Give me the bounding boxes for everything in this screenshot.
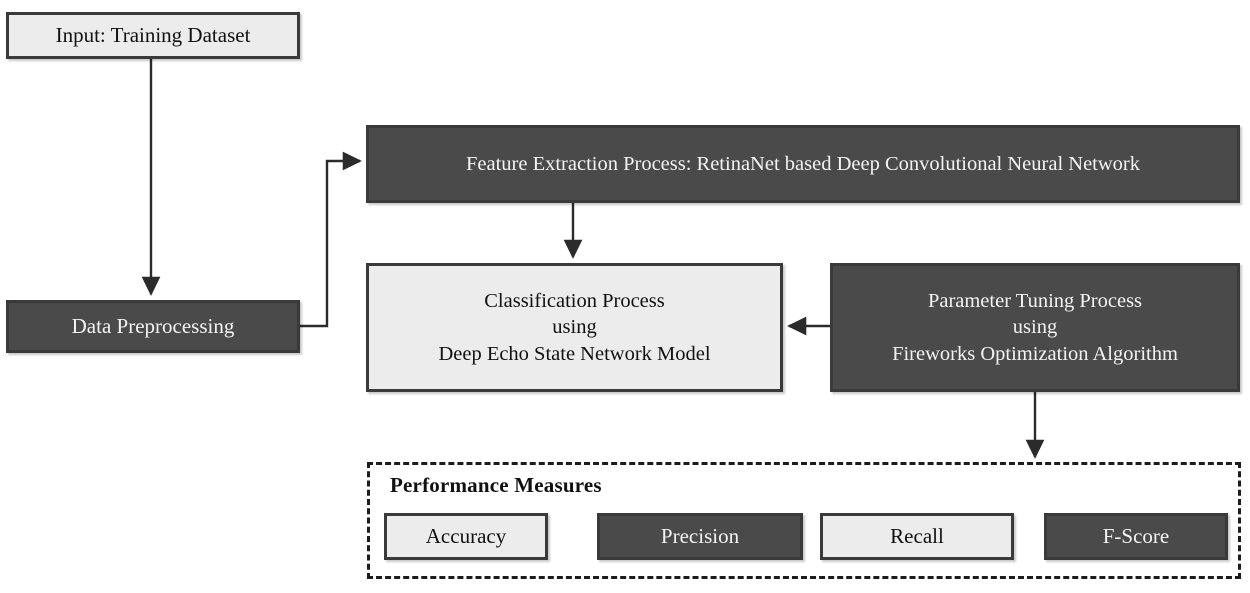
metric-precision[interactable]: Precision — [597, 513, 803, 560]
metric-precision-label: Precision — [660, 524, 740, 548]
node-parameter-tuning-process[interactable]: Parameter Tuning Process using Fireworks… — [830, 263, 1240, 392]
node-parameter-tuning-process-label: Parameter Tuning Process using Fireworks… — [892, 290, 1178, 365]
node-input-label: Input: Training Dataset — [55, 23, 251, 48]
metric-recall-label: Recall — [890, 524, 944, 548]
metric-accuracy-label: Accuracy — [425, 524, 507, 548]
performance-measures-panel: Performance Measures Accuracy Precision … — [367, 462, 1241, 579]
edge-preprocessing-to-feature-extraction — [300, 151, 362, 328]
node-feature-extraction[interactable]: Feature Extraction Process: RetinaNet ba… — [366, 125, 1240, 203]
metric-recall[interactable]: Recall — [820, 513, 1014, 560]
node-classification-process-label: Classification Process using Deep Echo S… — [438, 290, 711, 365]
node-data-preprocessing[interactable]: Data Preprocessing — [6, 300, 300, 353]
node-input-training-dataset[interactable]: Input: Training Dataset — [6, 12, 300, 59]
performance-measures-title: Performance Measures — [390, 473, 602, 497]
node-data-preprocessing-label: Data Preprocessing — [71, 314, 235, 339]
metric-f-score[interactable]: F-Score — [1044, 513, 1228, 560]
node-classification-process[interactable]: Classification Process using Deep Echo S… — [366, 263, 783, 392]
metric-accuracy[interactable]: Accuracy — [384, 513, 548, 560]
node-feature-extraction-label: Feature Extraction Process: RetinaNet ba… — [465, 152, 1141, 175]
metric-f-score-label: F-Score — [1102, 524, 1170, 548]
